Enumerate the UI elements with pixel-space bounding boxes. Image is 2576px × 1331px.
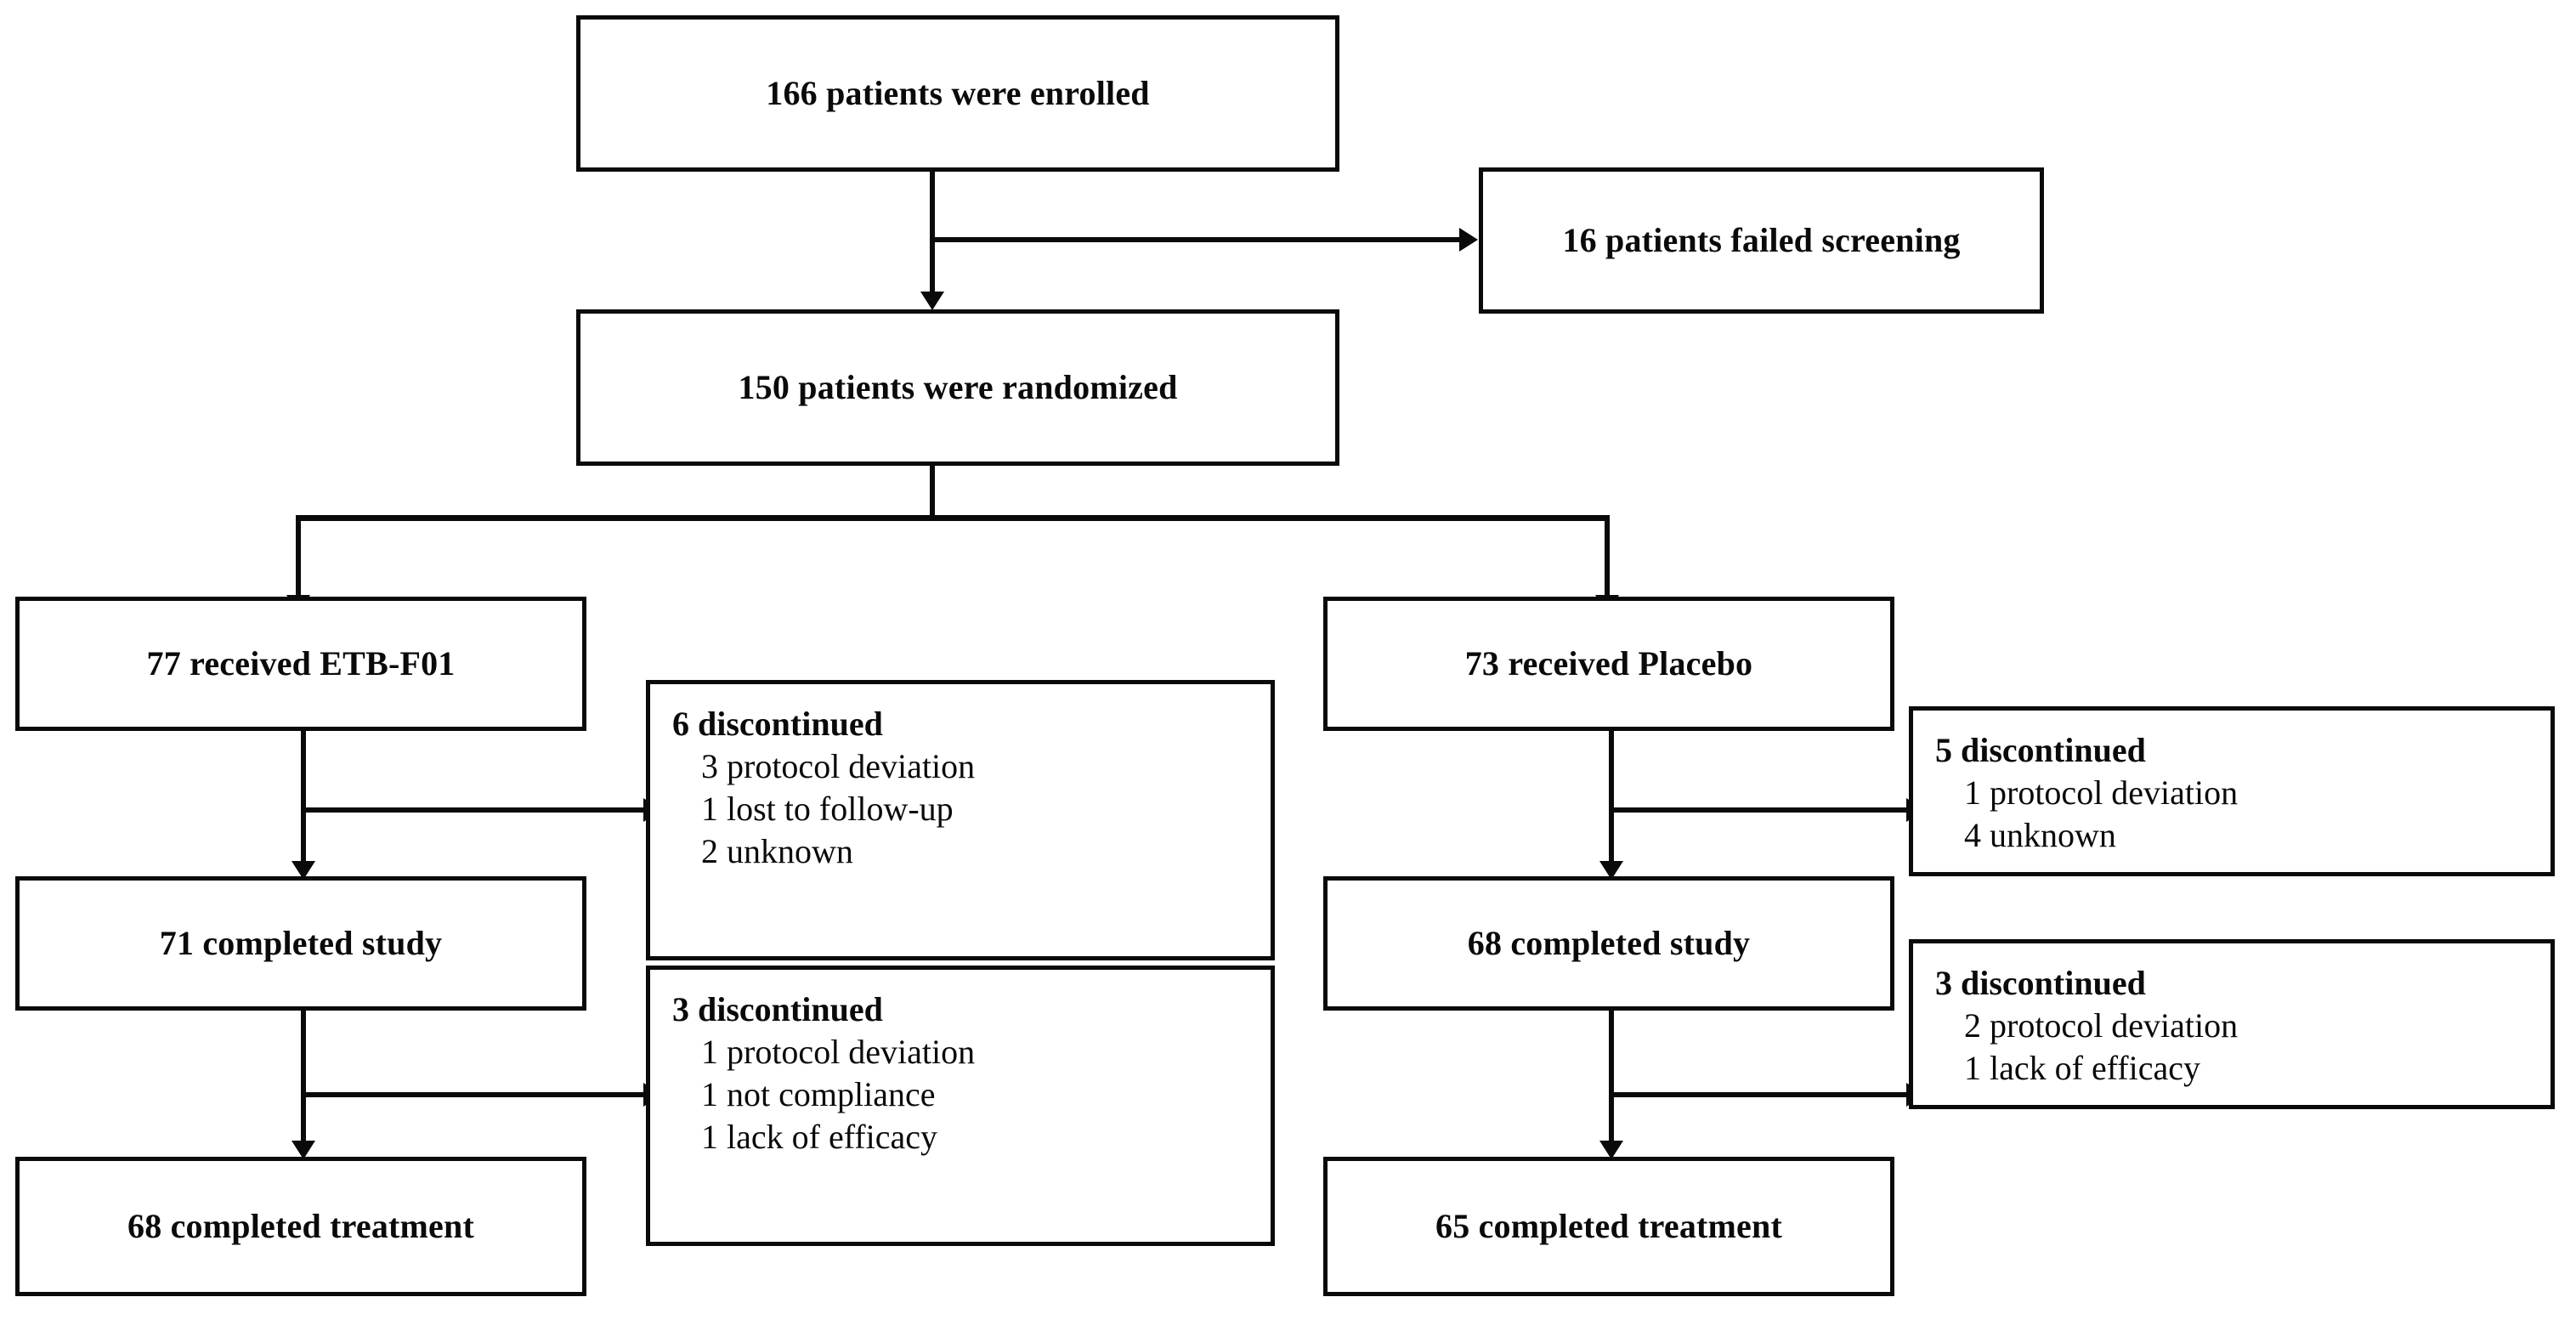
node-treatment-arm: 77 received ETB-F01 bbox=[15, 597, 586, 731]
edge-placebo-to-completed-study bbox=[1609, 731, 1614, 865]
arrowhead-placebo-study-to-placebo-completed bbox=[1599, 1141, 1623, 1159]
node-randomized: 150 patients were randomized bbox=[576, 309, 1339, 466]
node-treatment-disc1-item-2: 1 lost to follow-up bbox=[701, 790, 954, 828]
edge-randomized-split-bar bbox=[296, 515, 1610, 521]
edge-treatment-to-completed-study bbox=[301, 731, 306, 865]
node-placebo-arm-label: 73 received Placebo bbox=[1464, 644, 1753, 682]
edge-treatment-to-disc1 bbox=[301, 807, 649, 813]
edge-treatment-study-to-treatment-completed bbox=[301, 1011, 306, 1145]
edge-randomized-stem bbox=[930, 466, 935, 518]
node-placebo-arm: 73 received Placebo bbox=[1323, 597, 1894, 731]
edge-placebo-to-disc1 bbox=[1609, 807, 1912, 813]
arrowhead-treatment-to-completed-study bbox=[292, 861, 315, 880]
node-treatment-disc2-head: 3 discontinued bbox=[672, 990, 883, 1028]
arrowhead-enrolled-to-randomized bbox=[920, 292, 944, 310]
node-treatment-completed-study: 71 completed study bbox=[15, 876, 586, 1011]
node-placebo-completed-treatment: 65 completed treatment bbox=[1323, 1157, 1894, 1296]
edge-enrolled-to-randomized bbox=[930, 172, 935, 292]
edge-randomized-to-placebo bbox=[1605, 515, 1610, 598]
edge-placebo-study-to-placebo-completed bbox=[1609, 1011, 1614, 1145]
node-placebo-disc1-item-1: 1 protocol deviation bbox=[1964, 773, 2239, 812]
edge-randomized-to-treatment bbox=[296, 515, 301, 598]
node-placebo-disc1-head: 5 discontinued bbox=[1935, 731, 2146, 769]
node-randomized-label: 150 patients were randomized bbox=[738, 368, 1178, 406]
node-treatment-disc2-item-1: 1 protocol deviation bbox=[701, 1033, 976, 1071]
node-enrolled-label: 166 patients were enrolled bbox=[766, 74, 1150, 112]
node-placebo-disc2-item-1: 2 protocol deviation bbox=[1964, 1006, 2239, 1045]
node-treatment-disc2-item-3: 1 lack of efficacy bbox=[701, 1118, 937, 1156]
node-treatment-disc1-item-1: 3 protocol deviation bbox=[701, 747, 976, 785]
node-treatment-completed-study-label: 71 completed study bbox=[159, 924, 443, 962]
arrowhead-enrolled-to-screenfail bbox=[1459, 228, 1478, 252]
edge-placebo-study-to-disc2 bbox=[1609, 1092, 1912, 1097]
node-enrolled: 166 patients were enrolled bbox=[576, 15, 1339, 172]
node-placebo-disc2: 3 discontinued 2 protocol deviation 1 la… bbox=[1909, 939, 2555, 1109]
node-treatment-disc1: 6 discontinued 3 protocol deviation 1 lo… bbox=[646, 680, 1275, 960]
node-screening-failure: 16 patients failed screening bbox=[1479, 167, 2044, 314]
node-treatment-completed-treatment-label: 68 completed treatment bbox=[127, 1207, 474, 1245]
node-treatment-disc1-head: 6 discontinued bbox=[672, 705, 883, 743]
node-placebo-disc2-item-2: 1 lack of efficacy bbox=[1964, 1049, 2200, 1087]
arrowhead-treatment-study-to-treatment-completed bbox=[292, 1141, 315, 1159]
node-placebo-completed-study: 68 completed study bbox=[1323, 876, 1894, 1011]
node-placebo-disc1: 5 discontinued 1 protocol deviation 4 un… bbox=[1909, 706, 2555, 876]
node-screening-failure-label: 16 patients failed screening bbox=[1562, 221, 1961, 259]
node-treatment-arm-label: 77 received ETB-F01 bbox=[146, 644, 456, 682]
node-placebo-completed-study-label: 68 completed study bbox=[1467, 924, 1751, 962]
node-treatment-completed-treatment: 68 completed treatment bbox=[15, 1157, 586, 1296]
edge-treatment-study-to-disc2 bbox=[301, 1092, 649, 1097]
node-treatment-disc2: 3 discontinued 1 protocol deviation 1 no… bbox=[646, 966, 1275, 1246]
arrowhead-placebo-to-completed-study bbox=[1599, 861, 1623, 880]
node-treatment-disc1-item-3: 2 unknown bbox=[701, 832, 853, 870]
edge-enrolled-to-screenfail bbox=[930, 237, 1465, 242]
node-placebo-completed-treatment-label: 65 completed treatment bbox=[1435, 1207, 1782, 1245]
node-placebo-disc2-head: 3 discontinued bbox=[1935, 964, 2146, 1002]
node-treatment-disc2-item-2: 1 not compliance bbox=[701, 1075, 936, 1113]
node-placebo-disc1-item-2: 4 unknown bbox=[1964, 816, 2116, 854]
